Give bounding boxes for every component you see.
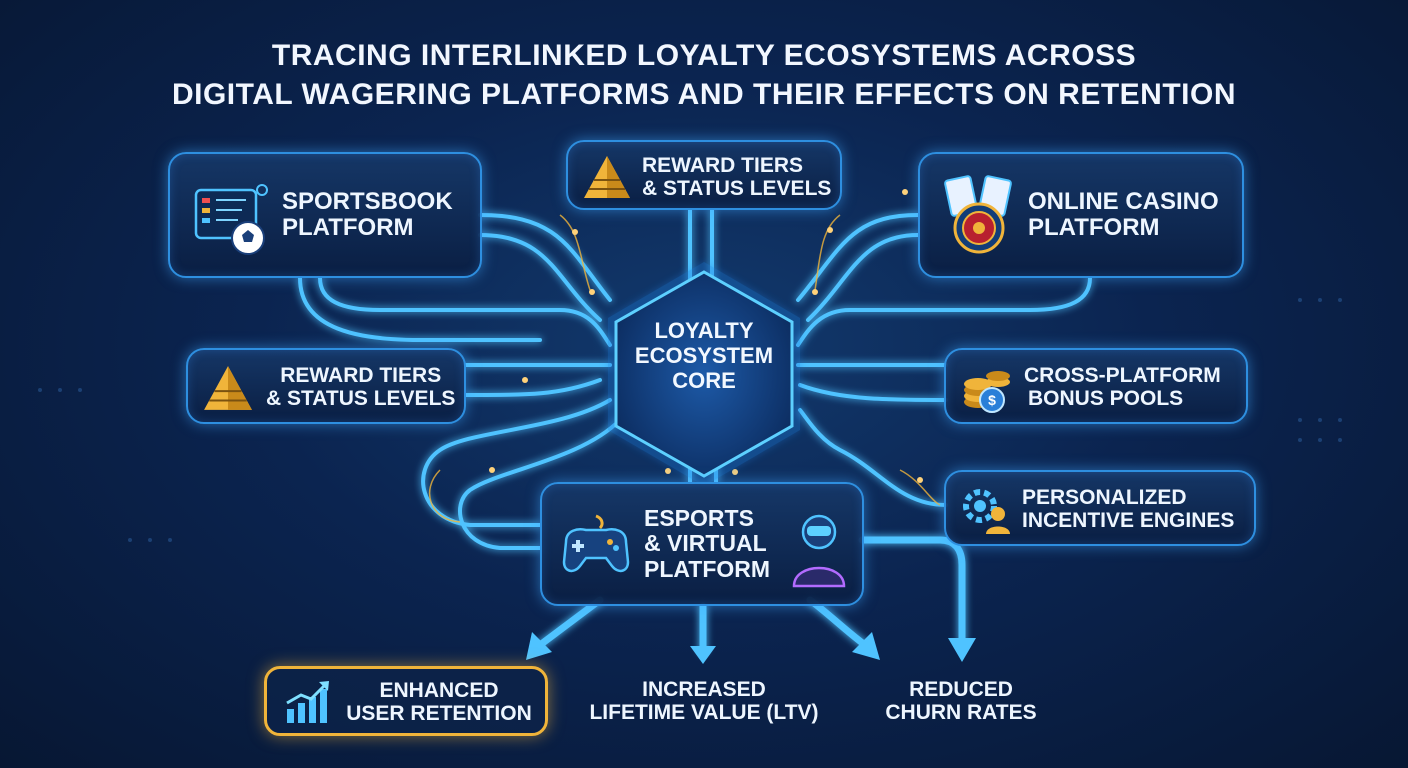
growth-chart-icon bbox=[286, 681, 329, 723]
arrowhead-ltv bbox=[690, 646, 716, 664]
wire-incentive-core bbox=[798, 408, 948, 507]
sportsbook-dashboard-icon bbox=[194, 184, 268, 255]
increased-ltv-outcome: INCREASED LIFETIME VALUE (LTV) bbox=[589, 678, 819, 724]
wire-left-loop-3 bbox=[458, 418, 622, 550]
wire-sportsbook-core-3 bbox=[318, 276, 612, 347]
sportsbook-label: SPORTSBOOK PLATFORM bbox=[282, 188, 453, 242]
wire-bonus-core-2 bbox=[798, 383, 948, 402]
sportsbook-platform-node: SPORTSBOOK PLATFORM bbox=[168, 152, 482, 278]
gold-accent-traces bbox=[429, 214, 941, 523]
virtual-avatar-icon bbox=[792, 514, 846, 588]
arrowheads bbox=[526, 632, 976, 664]
loyalty-core-hexagon bbox=[608, 262, 800, 486]
loyalty-core-label: LOYALTY ECOSYSTEM CORE bbox=[634, 318, 774, 393]
arrow-to-churn bbox=[806, 596, 869, 649]
reward-tiers-top-node: REWARD TIERS & STATUS LEVELS bbox=[566, 140, 842, 210]
online-casino-label: ONLINE CASINO PLATFORM bbox=[1028, 188, 1219, 242]
background-circuit-dots bbox=[38, 298, 1342, 542]
reduced-churn-outcome: REDUCED CHURN RATES bbox=[885, 678, 1037, 724]
pyramid-icon bbox=[204, 366, 252, 410]
esports-label: ESPORTS & VIRTUAL PLATFORM bbox=[644, 505, 771, 582]
casino-cards-roulette-icon bbox=[944, 175, 1012, 254]
arrowhead-churn bbox=[852, 632, 880, 660]
arrow-to-retention bbox=[536, 596, 604, 649]
bonus-pools-node: $ CROSS-PLATFORM BONUS POOLS bbox=[944, 348, 1248, 424]
title-line-2: DIGITAL WAGERING PLATFORMS AND THEIR EFF… bbox=[171, 78, 1237, 111]
wire-casino-core-3 bbox=[796, 276, 1092, 347]
spark-dots bbox=[489, 189, 923, 483]
incentive-engines-label: PERSONALIZED INCENTIVE ENGINES bbox=[1022, 486, 1235, 533]
incentive-engines-node: PERSONALIZED INCENTIVE ENGINES bbox=[944, 470, 1256, 546]
wire-left-loop-1 bbox=[298, 276, 542, 342]
arrowhead-churn-right bbox=[948, 638, 976, 662]
wire-casino-core-1 bbox=[796, 213, 920, 302]
enhanced-retention-outcome: ENHANCED USER RETENTION bbox=[264, 666, 548, 736]
reward-tiers-left-node: REWARD TIERS & STATUS LEVELS bbox=[186, 348, 466, 424]
title-line-1: TRACING INTERLINKED LOYALTY ECOSYSTEMS A… bbox=[271, 39, 1137, 72]
svg-text:$: $ bbox=[988, 392, 996, 408]
pyramid-icon bbox=[584, 156, 630, 198]
reward-tiers-left-label: REWARD TIERS & STATUS LEVELS bbox=[266, 364, 456, 411]
gamepad-icon bbox=[562, 514, 630, 573]
wire-reward-left-core-2 bbox=[464, 378, 602, 397]
online-casino-platform-node: ONLINE CASINO PLATFORM bbox=[918, 152, 1244, 278]
arrowhead-retention bbox=[526, 632, 552, 660]
wire-sportsbook-core-1 bbox=[478, 213, 612, 302]
bonus-pools-label: CROSS-PLATFORM BONUS POOLS bbox=[1024, 364, 1221, 411]
wire-casino-core-2 bbox=[806, 233, 920, 322]
enhanced-retention-label: ENHANCED USER RETENTION bbox=[346, 679, 532, 725]
arrow-to-churn-right bbox=[858, 536, 966, 644]
gear-user-icon bbox=[963, 489, 1010, 534]
esports-virtual-platform-node: ESPORTS & VIRTUAL PLATFORM bbox=[540, 482, 864, 606]
diagram-title: TRACING INTERLINKED LOYALTY ECOSYSTEMS A… bbox=[0, 36, 1408, 114]
reward-tiers-top-label: REWARD TIERS & STATUS LEVELS bbox=[642, 154, 832, 201]
coin-stack-icon: $ bbox=[964, 371, 1010, 413]
wire-sportsbook-core-2 bbox=[478, 233, 602, 322]
